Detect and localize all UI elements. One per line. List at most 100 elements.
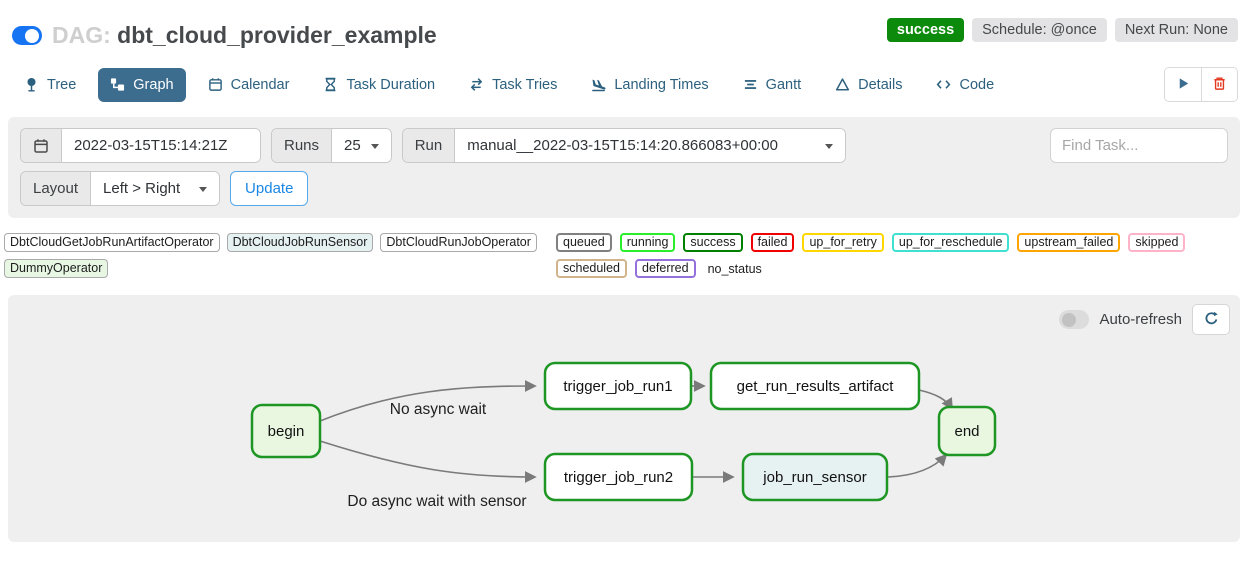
tab-graph[interactable]: Graph <box>98 67 186 102</box>
operator-badge: DbtCloudGetJobRunArtifactOperator <box>4 233 220 252</box>
node-label: trigger_job_run1 <box>563 378 672 395</box>
num-runs-group: Runs 25 <box>271 128 392 163</box>
tab-tree[interactable]: Tree <box>12 68 88 102</box>
node-label: job_run_sensor <box>762 469 866 486</box>
graph-icon <box>110 77 125 92</box>
tab-label: Details <box>858 76 903 93</box>
graph-node-job_run_sensor[interactable]: job_run_sensor <box>741 452 889 502</box>
calendar-icon <box>208 77 223 92</box>
layout-group: Layout Left > Right <box>20 171 221 206</box>
status-badge-failed[interactable]: failed <box>750 233 795 252</box>
status-badge-scheduled[interactable]: scheduled <box>556 259 627 278</box>
graph-node-begin[interactable]: begin <box>250 403 322 459</box>
node-label: get_run_results_artifact <box>737 378 895 395</box>
tab-landing-times[interactable]: Landing Times <box>579 68 720 102</box>
auto-refresh-toggle[interactable] <box>1059 310 1090 329</box>
run-select[interactable]: manual__2022-03-15T15:14:20.866083+00:00 <box>455 129 846 162</box>
graph-filter-panel: Runs 25 Run manual__2022-03-15T15:14:20.… <box>8 117 1240 218</box>
toggle-knob <box>25 28 39 43</box>
edge-job_run_sensor-to-end <box>886 453 948 478</box>
tree-icon <box>24 77 39 92</box>
run-value: manual__2022-03-15T15:14:20.866083+00:00 <box>467 137 778 154</box>
find-task-input[interactable] <box>1050 128 1228 163</box>
repeat-icon <box>469 77 484 92</box>
layout-value: Left > Right <box>103 180 181 197</box>
status-badge-up_for_reschedule[interactable]: up_for_reschedule <box>891 233 1010 252</box>
tab-label: Tree <box>47 76 77 93</box>
tab-task-duration[interactable]: Task Duration <box>311 68 447 102</box>
gantt-icon <box>743 77 758 92</box>
layout-label: Layout <box>21 172 92 205</box>
calendar-addon-icon[interactable] <box>21 129 62 162</box>
dag-pause-toggle[interactable] <box>12 26 42 45</box>
dag-title-name: dbt_cloud_provider_example <box>117 22 437 48</box>
auto-refresh-label: Auto-refresh <box>1099 311 1182 328</box>
edge-begin-to-trigger_job_run2 <box>319 440 537 483</box>
num-runs-select[interactable]: 25 <box>332 129 391 162</box>
tab-label: Code <box>959 76 995 93</box>
chevron-down-icon <box>370 144 379 149</box>
view-tabs: Tree Graph Calendar Task Duration Task Tries… <box>12 67 1006 102</box>
node-label: end <box>954 423 979 440</box>
graph-node-trigger_job_run1[interactable]: trigger_job_run1 <box>543 361 693 411</box>
node-label: begin <box>268 423 305 440</box>
status-badge-upstream_failed[interactable]: upstream_failed <box>1017 233 1121 252</box>
operator-badge: DummyOperator <box>4 259 109 278</box>
update-button[interactable]: Update <box>230 171 309 206</box>
tab-task-tries[interactable]: Task Tries <box>457 68 569 102</box>
dag-graph: No async wait Do async wait with sensor b… <box>250 361 997 510</box>
hourglass-icon <box>323 77 338 92</box>
operator-badge: DbtCloudJobRunSensor <box>226 233 374 252</box>
status-badge-deferred[interactable]: deferred <box>635 259 696 278</box>
status-badge-running[interactable]: running <box>619 233 676 252</box>
view-tabs-bar: Tree Graph Calendar Task Duration Task Tries… <box>0 67 1248 102</box>
trash-icon <box>1212 76 1227 94</box>
operator-legend: DbtCloudGetJobRunArtifactOperator DbtClou… <box>4 233 544 278</box>
tab-gantt[interactable]: Gantt <box>731 68 813 102</box>
run-label: Run <box>402 129 456 162</box>
tab-code[interactable]: Code <box>924 68 1006 102</box>
edge-begin-to-trigger_job_run1 <box>319 380 537 422</box>
delete-dag-button[interactable] <box>1201 68 1237 101</box>
tab-label: Landing Times <box>614 76 709 93</box>
edge-label: Do async wait with sensor <box>347 493 526 510</box>
tab-details[interactable]: Details <box>823 68 914 102</box>
status-label-no-status: no_status <box>707 261 762 276</box>
play-icon <box>1176 76 1191 94</box>
graph-node-end[interactable]: end <box>937 405 997 457</box>
schedule-badge: Schedule: @once <box>972 18 1107 42</box>
tab-calendar[interactable]: Calendar <box>196 68 302 102</box>
legend: DbtCloudGetJobRunArtifactOperator DbtClou… <box>0 218 1248 278</box>
tab-label: Graph <box>133 76 174 93</box>
graph-node-get_run_results_artifact[interactable]: get_run_results_artifact <box>709 361 921 411</box>
tab-label: Task Tries <box>492 76 558 93</box>
dag-status-badge: success <box>886 18 965 42</box>
graph-node-trigger_job_run2[interactable]: trigger_job_run2 <box>543 452 694 502</box>
tab-label: Calendar <box>230 76 290 93</box>
dag-title-prefix: DAG: <box>52 22 111 48</box>
graph-panel: Auto-refresh No async wait Do async wait … <box>8 295 1240 542</box>
base-date-group <box>20 128 261 163</box>
status-badge-queued[interactable]: queued <box>556 233 612 252</box>
num-runs-value: 25 <box>344 137 361 154</box>
status-badge-up_for_retry[interactable]: up_for_retry <box>802 233 884 252</box>
status-legend: queued running success failed up_for_retry up… <box>556 233 1240 278</box>
run-group: Run manual__2022-03-15T15:14:20.866083+0… <box>401 128 847 163</box>
base-date-input[interactable] <box>62 129 260 162</box>
refresh-icon <box>1204 311 1219 329</box>
status-badge-skipped[interactable]: skipped <box>1128 233 1186 252</box>
refresh-button[interactable] <box>1192 304 1230 335</box>
code-icon <box>936 77 951 92</box>
node-label: trigger_job_run2 <box>564 469 673 486</box>
tab-label: Gantt <box>765 76 802 93</box>
plane-landing-icon <box>591 77 606 92</box>
layout-select[interactable]: Left > Right <box>91 172 220 205</box>
edge-label: No async wait <box>390 401 487 418</box>
dag-actions <box>1164 67 1238 102</box>
trigger-dag-button[interactable] <box>1165 68 1201 101</box>
next-run-badge: Next Run: None <box>1114 18 1238 42</box>
toggle-knob <box>1062 312 1077 327</box>
page-title: DAG: dbt_cloud_provider_example <box>52 22 437 49</box>
status-badge-success[interactable]: success <box>683 233 743 252</box>
runs-label: Runs <box>272 129 333 162</box>
